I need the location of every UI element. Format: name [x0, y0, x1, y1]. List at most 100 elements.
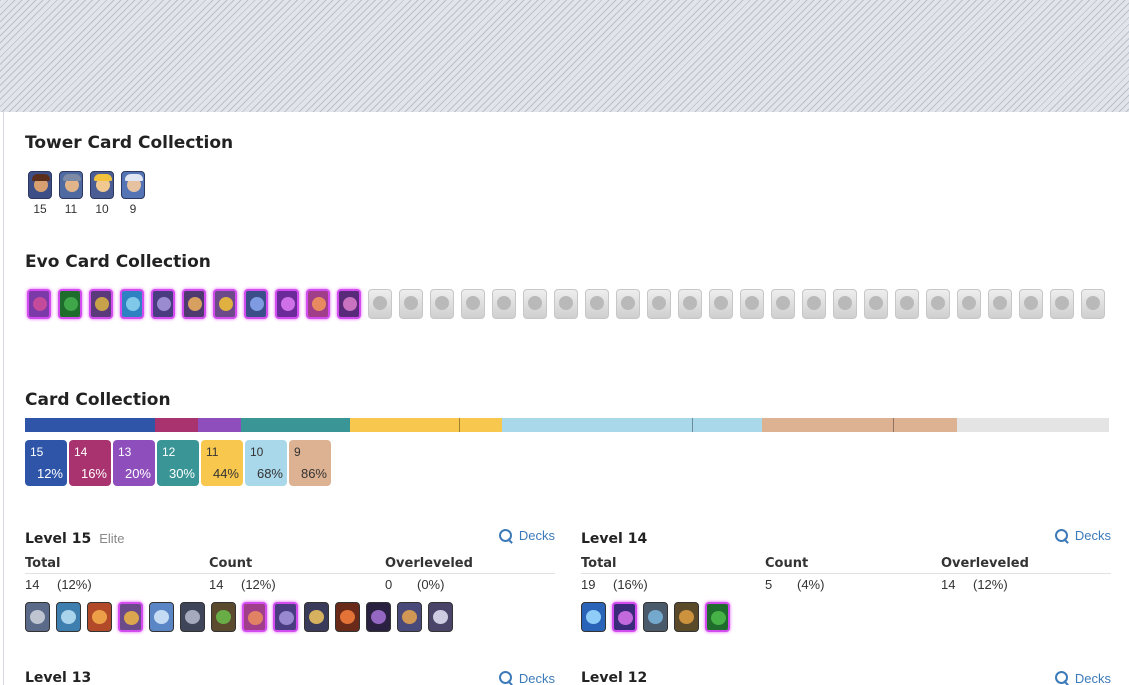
card-evo-bats-icon[interactable]: [118, 602, 143, 632]
evo-locked-1-icon[interactable]: [368, 289, 392, 319]
evo-goblin-cage-icon[interactable]: [58, 289, 82, 319]
card-evo-tesla-icon[interactable]: [273, 602, 298, 632]
stats-value-row: 19(16%)5(4%)14(12%): [581, 574, 1111, 594]
tower-card[interactable]: 15: [27, 171, 53, 216]
card-goblin-drill-icon[interactable]: [674, 602, 699, 632]
evo-locked-18-icon[interactable]: [895, 289, 919, 319]
evo-locked-5-icon[interactable]: [492, 289, 516, 319]
evo-card-art: [33, 297, 47, 311]
tower-royal-chef-icon: [121, 171, 145, 199]
evo-locked-13-icon[interactable]: [740, 289, 764, 319]
tower-card-level: 10: [95, 202, 109, 216]
evo-mortar-icon[interactable]: [275, 289, 299, 319]
card-giant-skeleton-icon[interactable]: [180, 602, 205, 632]
evo-card-art: [95, 297, 109, 311]
evo-locked-24-icon[interactable]: [1081, 289, 1105, 319]
card-builder-icon[interactable]: [643, 602, 668, 632]
card-mighty-miner-icon[interactable]: [397, 602, 422, 632]
card-fireball-icon[interactable]: [87, 602, 112, 632]
card-evo-mortar-icon[interactable]: [612, 602, 637, 632]
evo-locked-2-icon[interactable]: [399, 289, 423, 319]
decks-link[interactable]: Decks: [1054, 528, 1111, 543]
page-banner: [0, 0, 1129, 112]
card-art: [309, 610, 324, 624]
stats-count-number: 14: [209, 576, 224, 592]
stats-header-count: Count: [209, 556, 253, 571]
card-ice-golem-icon[interactable]: [56, 602, 81, 632]
evo-valkyrie-icon[interactable]: [306, 289, 330, 319]
evo-tesla-icon[interactable]: [151, 289, 175, 319]
bar-segment-divider: [692, 418, 693, 432]
card-golden-knight-icon[interactable]: [304, 602, 329, 632]
evo-locked-9-icon[interactable]: [616, 289, 640, 319]
decks-link[interactable]: Decks: [498, 528, 555, 543]
card-art: [402, 610, 417, 624]
evo-collection-title: Evo Card Collection: [25, 252, 211, 272]
tower-card[interactable]: 9: [120, 171, 146, 216]
tower-card[interactable]: 10: [89, 171, 115, 216]
evo-card-art: [1055, 296, 1069, 310]
evo-card-art: [900, 296, 914, 310]
evo-locked-15-icon[interactable]: [802, 289, 826, 319]
evo-locked-11-icon[interactable]: [678, 289, 702, 319]
evo-knight-icon[interactable]: [182, 289, 206, 319]
evo-locked-21-icon[interactable]: [988, 289, 1012, 319]
evo-locked-20-icon[interactable]: [957, 289, 981, 319]
level-subtitle: Elite: [99, 530, 125, 546]
stats-count-percent: (4%): [797, 576, 825, 592]
evo-locked-16-icon[interactable]: [833, 289, 857, 319]
bar-segment-divider: [893, 418, 894, 432]
evo-locked-12-icon[interactable]: [709, 289, 733, 319]
evo-card-art: [559, 296, 573, 310]
evo-locked-10-icon[interactable]: [647, 289, 671, 319]
bar-segment-level-12: [241, 418, 350, 432]
card-evo-valkyrie-icon[interactable]: [242, 602, 267, 632]
evo-locked-3-icon[interactable]: [430, 289, 454, 319]
evo-card-art: [219, 297, 233, 311]
evo-locked-4-icon[interactable]: [461, 289, 485, 319]
card-arrows-icon[interactable]: [149, 602, 174, 632]
evo-locked-23-icon[interactable]: [1050, 289, 1074, 319]
evo-witch-icon[interactable]: [337, 289, 361, 319]
card-skull-icon[interactable]: [428, 602, 453, 632]
evo-locked-8-icon[interactable]: [585, 289, 609, 319]
evo-wizard-icon[interactable]: [244, 289, 268, 319]
card-evo-goblin-cage-icon[interactable]: [705, 602, 730, 632]
evo-ice-spirit-icon[interactable]: [120, 289, 144, 319]
stats-total-percent: (12%): [57, 576, 92, 592]
level-title: Level 14: [581, 531, 647, 547]
evo-archers-icon[interactable]: [27, 289, 51, 319]
card-electro-spirit-icon[interactable]: [581, 602, 606, 632]
tower-card[interactable]: 11: [58, 171, 84, 216]
evo-bats-icon[interactable]: [213, 289, 237, 319]
card-inferno-tower-icon[interactable]: [335, 602, 360, 632]
evo-locked-19-icon[interactable]: [926, 289, 950, 319]
stats-header-total: Total: [25, 556, 61, 571]
card-night-witch-icon[interactable]: [366, 602, 391, 632]
decks-link[interactable]: Decks: [498, 670, 555, 685]
chip-percent: 30%: [168, 466, 195, 481]
evo-locked-17-icon[interactable]: [864, 289, 888, 319]
card-skeletons-icon[interactable]: [25, 602, 50, 632]
evo-barbarians-icon[interactable]: [89, 289, 113, 319]
evo-locked-22-icon[interactable]: [1019, 289, 1043, 319]
evo-locked-14-icon[interactable]: [771, 289, 795, 319]
evo-locked-6-icon[interactable]: [523, 289, 547, 319]
evo-card-art: [188, 297, 202, 311]
evo-card-art: [776, 296, 790, 310]
decks-link[interactable]: Decks: [1054, 670, 1111, 685]
evo-card-art: [1086, 296, 1100, 310]
card-goblin-hut-icon[interactable]: [211, 602, 236, 632]
evo-card-art: [126, 297, 140, 311]
evo-locked-7-icon[interactable]: [554, 289, 578, 319]
